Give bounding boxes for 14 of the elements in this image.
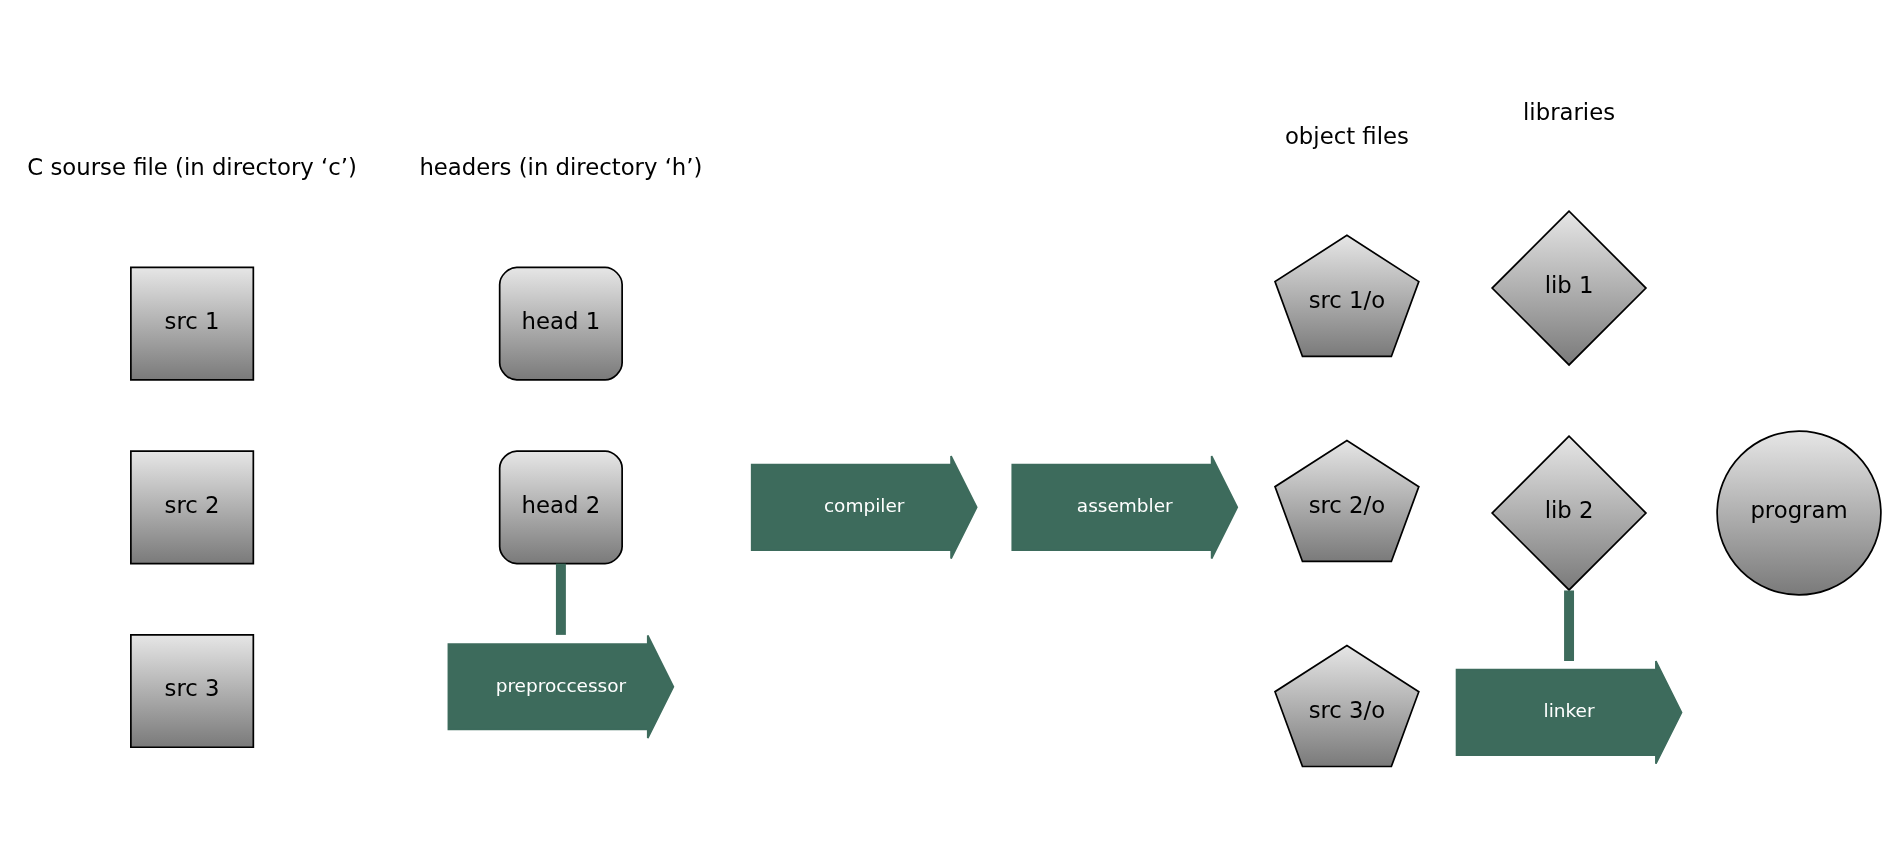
node-box: src 2: [130, 449, 255, 564]
label: headers (in directory ‘h’): [419, 153, 703, 180]
node-circle: program: [1716, 429, 1882, 596]
node-box: head 2: [498, 449, 623, 564]
connector: [555, 563, 566, 635]
node-diamond: lib 2: [1490, 434, 1648, 591]
node-diamond: lib 1: [1490, 209, 1648, 366]
label: C sourse file (in directory ‘c’): [27, 153, 357, 180]
label: object files: [1284, 122, 1409, 149]
node-box: head 1: [498, 266, 623, 381]
node-box: src 3: [130, 633, 255, 748]
connector: [1564, 590, 1575, 661]
label: libraries: [1523, 98, 1616, 125]
node-box: src 1: [130, 266, 255, 381]
